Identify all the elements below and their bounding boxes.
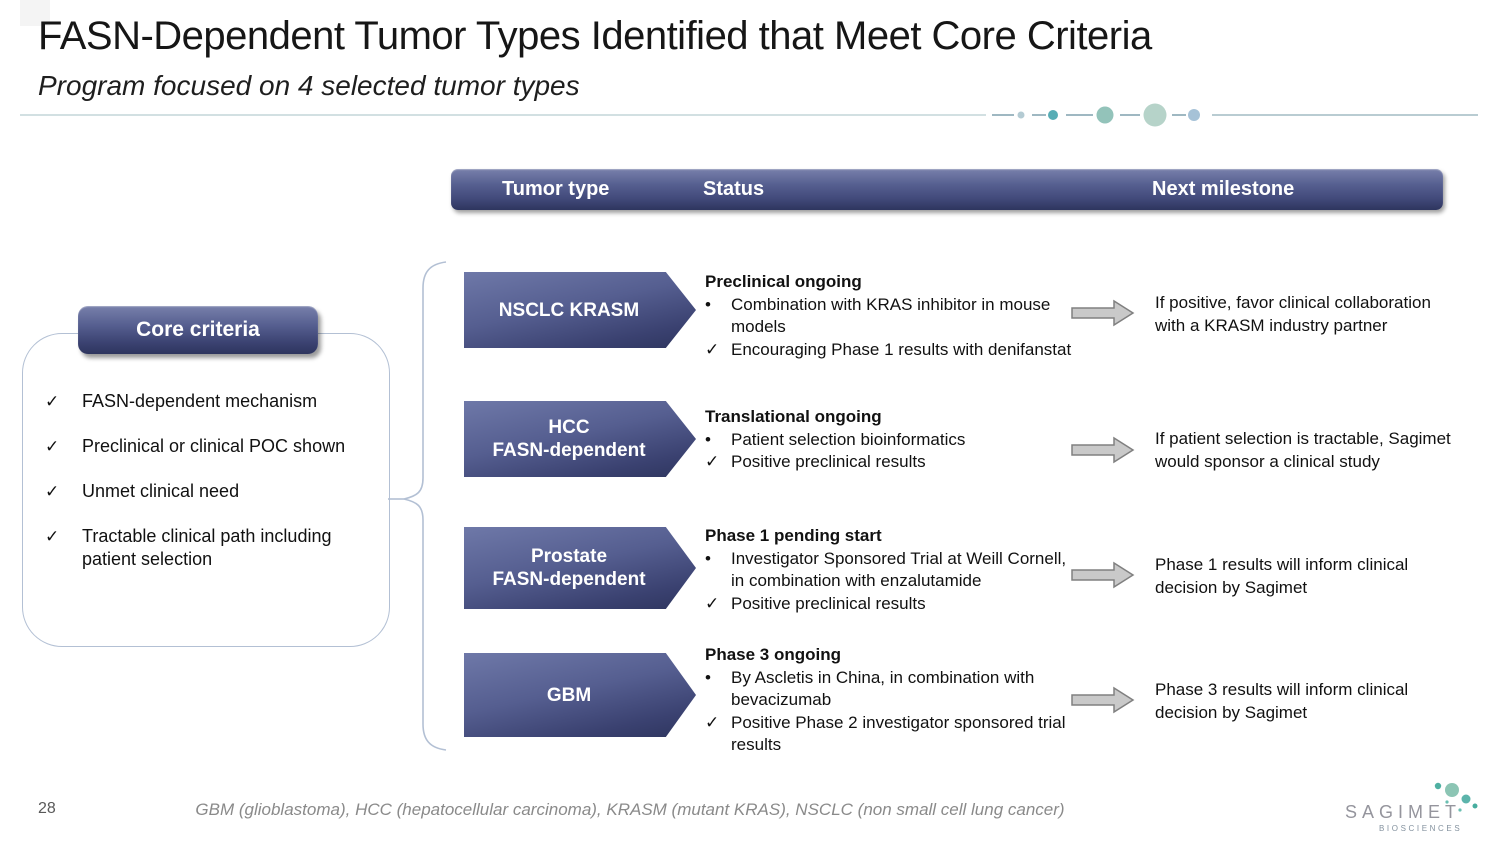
tumor-arrow-prostate: Prostate FASN-dependent <box>464 527 696 609</box>
table-header-bar: Tumor type Status Next milestone <box>451 169 1443 210</box>
status-heading: Translational ongoing <box>705 407 882 426</box>
check-icon: ✓ <box>705 712 720 732</box>
header-tumor-type: Tumor type <box>502 178 610 200</box>
status-item: • Patient selection bioinformatics <box>705 429 1077 452</box>
milestone-text-nsclc: If positive, favor clinical collaboratio… <box>1155 293 1431 335</box>
right-arrow-icon <box>1071 436 1135 464</box>
header-status: Status <box>703 178 765 200</box>
bullet-icon: • <box>705 667 711 687</box>
tumor-label: FASN-dependent <box>492 569 646 590</box>
milestone-text-hcc: If patient selection is tractable, Sagim… <box>1155 429 1451 471</box>
logo-dots-icon <box>1434 782 1478 812</box>
check-icon: ✓ <box>705 452 720 471</box>
tumor-label: HCC <box>548 417 590 438</box>
status-block-nsclc: Preclinical ongoing • Combination with K… <box>705 271 1077 361</box>
status-item: ✓ Positive preclinical results <box>705 451 1077 474</box>
footnote: GBM (glioblastoma), HCC (hepatocellular … <box>195 800 1065 819</box>
core-criteria-item-text: Tractable clinical path including patien… <box>82 526 332 569</box>
core-criteria-item-text: FASN-dependent mechanism <box>82 391 318 411</box>
core-criteria-box <box>22 333 390 647</box>
bullet-icon: • <box>705 548 711 568</box>
right-arrow-icon <box>1071 299 1135 327</box>
core-criteria-item: ✓ FASN-dependent mechanism <box>45 390 375 413</box>
sagimet-logo: SAGIMET BIOSCIENCES <box>1343 776 1483 833</box>
core-criteria-list: ✓ FASN-dependent mechanism ✓ Preclinical… <box>45 390 375 593</box>
status-item-text: Patient selection bioinformatics <box>731 429 966 449</box>
check-icon: ✓ <box>45 437 60 456</box>
status-item-text: Positive preclinical results <box>731 452 926 471</box>
status-item-text: Encouraging Phase 1 results with denifan… <box>731 339 1072 359</box>
logo-subtext: BIOSCIENCES <box>1379 824 1463 833</box>
divider-dots-decoration <box>20 103 1478 127</box>
status-item-text: Positive preclinical results <box>731 593 926 613</box>
status-item: ✓ Positive Phase 2 investigator sponsore… <box>705 712 1077 757</box>
corner-artifact <box>20 0 50 26</box>
tumor-arrow-hcc: HCC FASN-dependent <box>464 401 696 477</box>
status-item: • Investigator Sponsored Trial at Weill … <box>705 548 1077 593</box>
core-criteria-title: Core criteria <box>78 306 318 354</box>
status-item: ✓ Positive preclinical results <box>705 593 1077 616</box>
milestone-text-prostate: Phase 1 results will inform clinical dec… <box>1155 555 1409 597</box>
check-icon: ✓ <box>45 392 60 411</box>
slide-subtitle: Program focused on 4 selected tumor type… <box>38 70 580 101</box>
status-item-text: Positive Phase 2 investigator sponsored … <box>731 712 1066 755</box>
milestone-text-gbm: Phase 3 results will inform clinical dec… <box>1155 680 1409 722</box>
status-item: ✓ Encouraging Phase 1 results with denif… <box>705 339 1077 362</box>
tumor-label: Prostate <box>530 546 608 567</box>
logo-wordmark: SAGIMET <box>1345 802 1462 822</box>
status-item: • Combination with KRAS inhibitor in mou… <box>705 294 1077 339</box>
status-block-hcc: Translational ongoing • Patient selectio… <box>705 406 1077 474</box>
status-block-prostate: Phase 1 pending start • Investigator Spo… <box>705 525 1077 615</box>
right-arrow-icon <box>1071 561 1135 589</box>
core-criteria-item: ✓ Preclinical or clinical POC shown <box>45 435 375 458</box>
right-arrow-icon <box>1071 686 1135 714</box>
bullet-icon: • <box>705 294 711 314</box>
status-heading: Phase 3 ongoing <box>705 645 842 664</box>
tumor-label: FASN-dependent <box>492 440 646 461</box>
status-item-text: Combination with KRAS inhibitor in mouse… <box>731 294 1051 337</box>
status-block-gbm: Phase 3 ongoing • By Ascletis in China, … <box>705 644 1077 757</box>
status-item-text: By Ascletis in China, in combination wit… <box>731 667 1035 710</box>
page-number: 28 <box>38 800 56 817</box>
tumor-arrow-nsclc: NSCLC KRASM <box>464 272 696 348</box>
brace-connector <box>388 261 447 751</box>
status-item: • By Ascletis in China, in combination w… <box>705 667 1077 712</box>
status-item-text: Investigator Sponsored Trial at Weill Co… <box>731 548 1067 591</box>
slide-title: FASN-Dependent Tumor Types Identified th… <box>38 14 1152 58</box>
core-criteria-item: ✓ Unmet clinical need <box>45 480 375 503</box>
tumor-label: GBM <box>546 684 592 706</box>
status-heading: Phase 1 pending start <box>705 526 882 545</box>
core-criteria-item: ✓ Tractable clinical path including pati… <box>45 525 375 571</box>
tumor-label: NSCLC KRASM <box>498 299 640 321</box>
core-criteria-item-text: Preclinical or clinical POC shown <box>82 436 346 456</box>
header-next-milestone: Next milestone <box>1152 178 1295 200</box>
check-icon: ✓ <box>45 527 60 546</box>
check-icon: ✓ <box>705 593 720 613</box>
bullet-icon: • <box>705 429 711 449</box>
core-criteria-item-text: Unmet clinical need <box>82 481 240 501</box>
check-icon: ✓ <box>45 482 60 501</box>
check-icon: ✓ <box>705 339 720 359</box>
status-heading: Preclinical ongoing <box>705 272 862 291</box>
tumor-arrow-gbm: GBM <box>464 653 696 737</box>
